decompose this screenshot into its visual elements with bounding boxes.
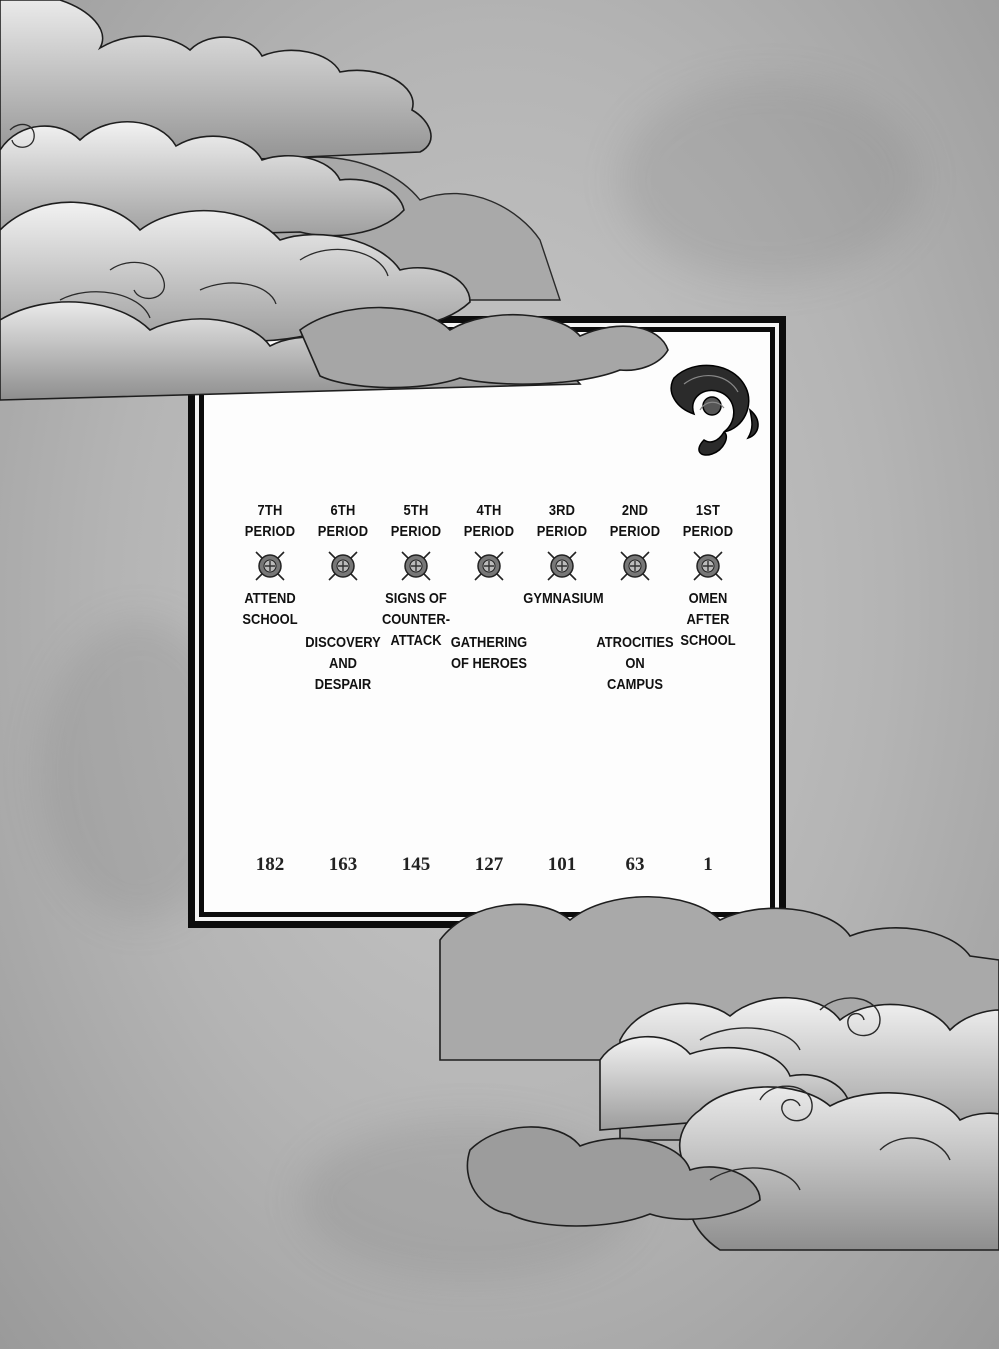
chapter-period-label: 1ST PERIOD [682,502,734,540]
chapter-title: GATHERING OF HEROES [450,634,528,672]
chapter-title: SIGNS OF COUNTER- ATTACK [381,590,451,649]
crest-emblem-icon [325,548,361,584]
chapter-period-label: 6TH PERIOD [317,502,369,540]
crest-emblem-icon [690,548,726,584]
chapter-entry[interactable]: 6TH PERIOD DISCOVERY AND DESPAIR [298,500,388,695]
chapter-page-number: 1 [703,854,713,875]
chapter-title: DISCOVERY AND DESPAIR [305,634,381,693]
chapter-page-number: 127 [474,854,504,875]
chapter-title: ATROCITIES ON CAMPUS [596,634,674,693]
crest-emblem-icon [398,548,434,584]
chapter-title: ATTEND SCHOOL [242,590,298,628]
chapter-title: OMEN AFTER SCHOOL [680,590,736,649]
paper-stain [300,1120,640,1280]
crest-emblem-icon [252,548,288,584]
table-of-contents-frame: 7TH PERIOD ATTEND SCHOOL 182 6TH PERIOD DISC… [188,316,786,928]
crest-emblem-icon [471,548,507,584]
table-of-contents-panel: 7TH PERIOD ATTEND SCHOOL 182 6TH PERIOD DISC… [204,332,770,912]
chapter-period-label: 7TH PERIOD [244,502,296,540]
chapter-page-number: 63 [625,854,645,875]
chapter-entry[interactable]: 5TH PERIOD SIGNS OF COUNTER- ATTACK [371,500,461,651]
tomoe-ornament-icon [670,364,759,456]
chapter-period-label: 2ND PERIOD [609,502,661,540]
chapter-entry[interactable]: 3RD PERIOD GYMNASIUM [517,500,607,609]
paper-stain [620,80,920,280]
chapter-entry[interactable]: 4TH PERIOD GATHERING OF HEROES [444,500,534,674]
crest-emblem-icon [617,548,653,584]
crest-emblem-icon [544,548,580,584]
chapter-title: GYMNASIUM [523,590,604,607]
chapter-period-label: 5TH PERIOD [390,502,442,540]
chapter-period-label: 4TH PERIOD [463,502,515,540]
chapter-page-number: 182 [255,854,285,875]
chapter-period-label: 3RD PERIOD [536,502,588,540]
chapter-entry[interactable]: 7TH PERIOD ATTEND SCHOOL [225,500,315,630]
chapter-page-number: 163 [328,854,358,875]
chapter-page-number: 145 [401,854,431,875]
chapter-entry[interactable]: 1ST PERIOD OMEN AFTER SCHOOL [663,500,753,651]
chapter-page-number: 101 [547,854,577,875]
chapter-entry[interactable]: 2ND PERIOD ATROCITIES ON CAMPUS [590,500,680,695]
